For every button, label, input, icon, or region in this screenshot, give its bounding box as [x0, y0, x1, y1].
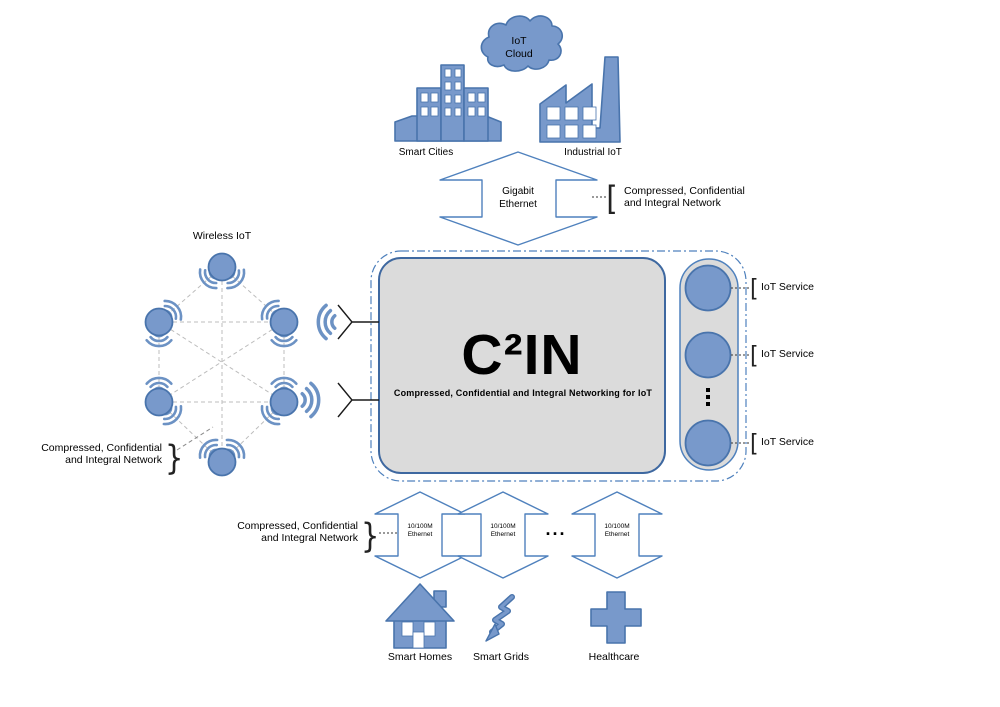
iot-service-node — [684, 419, 732, 467]
healthcare-cross-icon — [590, 591, 642, 644]
gigabit-line1: Gigabit — [502, 186, 534, 197]
iot-service-label: IoT Service — [761, 348, 814, 360]
industrial-iot-label: Industrial IoT — [564, 147, 622, 158]
cloud-label-line2: Cloud — [505, 48, 533, 60]
wireless-iot-label: Wireless IoT — [192, 230, 252, 242]
gigabit-ethernet-arrow — [439, 151, 598, 246]
downlink-note: Compressed, Confidential and Integral Ne… — [222, 520, 358, 544]
cloud-label-line1: IoT — [511, 35, 527, 47]
ethernet-speed-line1: 10/100M — [407, 523, 433, 530]
wireless-note-line2: and Integral Network — [65, 453, 162, 466]
downlink-note-line1: Compressed, Confidential — [237, 520, 358, 532]
wireless-note-connector — [176, 426, 214, 451]
uplink-note-line2: and Integral Network — [624, 196, 721, 209]
wireless-note: Compressed, Confidential and Integral Ne… — [26, 442, 162, 466]
core-box — [378, 257, 666, 474]
gigabit-ethernet-label: Gigabit Ethernet — [478, 186, 558, 211]
ethernet-speed-label: 10/100M Ethernet — [479, 523, 527, 539]
iot-service-node — [684, 264, 732, 312]
service-bracket: [ — [750, 342, 759, 371]
ethernet-speed-line1: 10/100M — [604, 523, 630, 530]
service-label-connectors — [731, 287, 749, 444]
smart-grids-label: Smart Grids — [472, 651, 529, 663]
cloud-icon — [480, 15, 564, 72]
downlinks-ellipsis: ... — [545, 519, 567, 539]
ethernet-speed-line1: 10/100M — [490, 523, 516, 530]
wireless-mesh — [144, 252, 299, 477]
uplink-note-line1: Compressed, Confidential — [624, 185, 745, 197]
services-ellipsis — [706, 388, 710, 409]
iot-service-label: IoT Service — [761, 436, 814, 448]
smart-homes-label: Smart Homes — [387, 651, 453, 663]
iot-service-node — [684, 331, 732, 379]
core-dashed-container — [370, 250, 747, 482]
service-bracket: [ — [750, 430, 759, 459]
smart-cities-label: Smart Cities — [398, 147, 454, 158]
ethernet-speed-line2: Ethernet — [407, 531, 433, 538]
healthcare-label: Healthcare — [588, 651, 640, 663]
uplink-note-bracket: [ — [606, 180, 618, 218]
downlink-arrows — [374, 491, 663, 579]
ethernet-speed-line2: Ethernet — [490, 531, 516, 538]
uplink-note: Compressed, Confidential and Integral Ne… — [624, 185, 745, 209]
lightning-icon — [485, 594, 515, 642]
downlink-note-bracket: } — [361, 516, 380, 556]
service-bracket: [ — [750, 275, 759, 304]
wireless-note-bracket: } — [165, 438, 184, 478]
city-icon — [394, 64, 502, 142]
antenna-forks — [337, 304, 379, 418]
ethernet-speed-label: 10/100M Ethernet — [593, 523, 641, 539]
ethernet-speed-label: 10/100M Ethernet — [396, 523, 444, 539]
core-title: C²IN — [461, 323, 583, 387]
factory-icon — [539, 56, 621, 143]
house-icon — [385, 583, 455, 649]
gigabit-line2: Ethernet — [499, 198, 537, 210]
iot-service-label: IoT Service — [761, 281, 814, 293]
wireless-note-line1: Compressed, Confidential — [41, 442, 162, 454]
wireless-link-icons — [300, 303, 337, 419]
core-subtitle: Compressed, Confidential and Integral Ne… — [393, 388, 653, 398]
downlink-note-line2: and Integral Network — [261, 531, 358, 544]
cloud-label: IoT Cloud — [489, 35, 549, 61]
ethernet-speed-line2: Ethernet — [604, 531, 630, 538]
